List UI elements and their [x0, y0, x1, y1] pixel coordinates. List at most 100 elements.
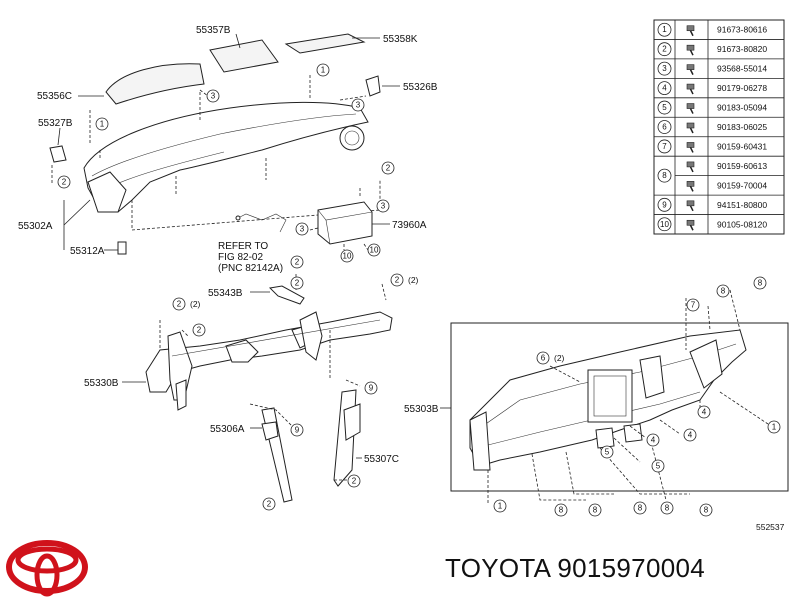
callout[interactable]: 10 [340, 249, 354, 263]
svg-text:8: 8 [593, 506, 598, 515]
callout[interactable]: 1 [493, 499, 507, 513]
part-55358K-strip[interactable] [284, 33, 366, 54]
fastener-icon [686, 44, 695, 56]
callout[interactable]: 3 [376, 199, 390, 213]
qty-note: (2) [190, 299, 201, 309]
callout[interactable]: 1 [767, 420, 781, 434]
svg-text:5: 5 [656, 462, 661, 471]
svg-text:5: 5 [605, 448, 610, 457]
svg-text:9: 9 [662, 200, 667, 209]
part-55302A-dash-panel[interactable] [83, 101, 369, 213]
fastener-icon [686, 83, 695, 95]
svg-text:10: 10 [370, 246, 379, 255]
svg-text:7: 7 [691, 301, 696, 310]
legend-index: 7 [657, 139, 672, 154]
callout[interactable]: 2 [57, 175, 71, 189]
callout[interactable]: 8 [588, 503, 602, 517]
part-55356C-top-cover[interactable] [105, 63, 205, 105]
svg-text:4: 4 [688, 431, 693, 440]
svg-text:9: 9 [369, 384, 374, 393]
svg-text:6: 6 [541, 354, 546, 363]
svg-text:3: 3 [300, 225, 305, 234]
svg-text:5: 5 [662, 103, 667, 112]
callout[interactable]: 8 [753, 276, 767, 290]
legend-part-number[interactable]: 93568-55014 [717, 64, 767, 74]
svg-text:8: 8 [559, 506, 564, 515]
legend-part-number[interactable]: 90183-05094 [717, 103, 767, 113]
svg-text:8: 8 [665, 504, 670, 513]
detail-frame-55303B [450, 322, 789, 492]
callout[interactable]: 2 [192, 323, 206, 337]
part-55343B-brace[interactable] [268, 285, 305, 305]
callout[interactable]: 2 [172, 297, 186, 311]
part-55327B-bracket[interactable] [49, 145, 67, 163]
svg-text:4: 4 [651, 436, 656, 445]
label-55307C: 55307C [364, 454, 399, 465]
fastener-icon [686, 122, 695, 134]
svg-text:2: 2 [295, 279, 300, 288]
callout[interactable]: 5 [651, 459, 665, 473]
callout[interactable]: 3 [351, 98, 365, 112]
part-55357B-pad[interactable] [209, 39, 279, 73]
callout[interactable]: 9 [290, 423, 304, 437]
part-55312A-clip[interactable] [117, 241, 127, 255]
svg-text:6: 6 [662, 123, 667, 132]
callout[interactable]: 8 [699, 503, 713, 517]
part-55326B-clip[interactable] [365, 75, 381, 97]
label-55330B: 55330B [84, 378, 119, 389]
callout[interactable]: 3 [206, 89, 220, 103]
callout[interactable]: 5 [600, 445, 614, 459]
svg-text:1: 1 [100, 120, 105, 129]
callout[interactable]: 2 [290, 276, 304, 290]
callout[interactable]: 4 [697, 405, 711, 419]
svg-text:2: 2 [295, 258, 300, 267]
legend-part-number[interactable]: 94151-80800 [717, 200, 767, 210]
svg-text:1: 1 [321, 66, 326, 75]
callout[interactable]: 8 [554, 503, 568, 517]
callout[interactable]: 8 [716, 284, 730, 298]
callout[interactable]: 4 [646, 433, 660, 447]
part-55306A-brace[interactable] [261, 407, 293, 503]
svg-text:2: 2 [662, 45, 667, 54]
svg-text:3: 3 [211, 92, 216, 101]
legend-part-number[interactable]: 90179-06278 [717, 83, 767, 93]
legend-part-number[interactable]: 91673-80820 [717, 44, 767, 54]
legend-part-number[interactable]: 91673-80616 [717, 25, 767, 35]
legend-part-number[interactable]: 90159-60613 [717, 161, 767, 171]
callout[interactable]: 6 [536, 351, 550, 365]
label-55343B: 55343B [208, 288, 243, 299]
callout[interactable]: 8 [660, 501, 674, 515]
callout[interactable]: 4 [683, 428, 697, 442]
legend-index: 1 [657, 22, 672, 37]
legend-part-number[interactable]: 90105-08120 [717, 219, 767, 229]
fastener-icon [686, 64, 695, 75]
label-55312A: 55312A [70, 246, 105, 257]
callout[interactable]: 2 [290, 255, 304, 269]
legend-part-number[interactable]: 90159-60431 [717, 141, 767, 151]
callout[interactable]: 8 [633, 501, 647, 515]
callout[interactable]: 10 [367, 243, 381, 257]
callout[interactable]: 2 [262, 497, 276, 511]
svg-text:3: 3 [662, 64, 667, 73]
legend-index: 3 [657, 61, 672, 76]
callout[interactable]: 1 [95, 117, 109, 131]
callout[interactable]: 2 [390, 273, 404, 287]
legend-index: 5 [657, 100, 672, 115]
legend-part-number[interactable]: 90159-70004 [717, 180, 767, 190]
callout[interactable]: 2 [381, 161, 395, 175]
svg-text:3: 3 [381, 202, 386, 211]
svg-text:1: 1 [662, 25, 667, 34]
wire-harness [237, 213, 287, 233]
vent-outlet [339, 125, 365, 151]
svg-text:4: 4 [702, 408, 707, 417]
callout[interactable]: 2 [347, 474, 361, 488]
legend-part-number[interactable]: 90183-06025 [717, 122, 767, 132]
callout[interactable]: 9 [364, 381, 378, 395]
part-55307C-brace[interactable] [333, 389, 357, 487]
callout[interactable]: 1 [316, 63, 330, 77]
callout[interactable]: 3 [295, 222, 309, 236]
callout[interactable]: 7 [686, 298, 700, 312]
part-73960A-airbag[interactable] [317, 201, 373, 245]
fastener-icon [686, 181, 695, 192]
label-55327B: 55327B [38, 118, 73, 129]
